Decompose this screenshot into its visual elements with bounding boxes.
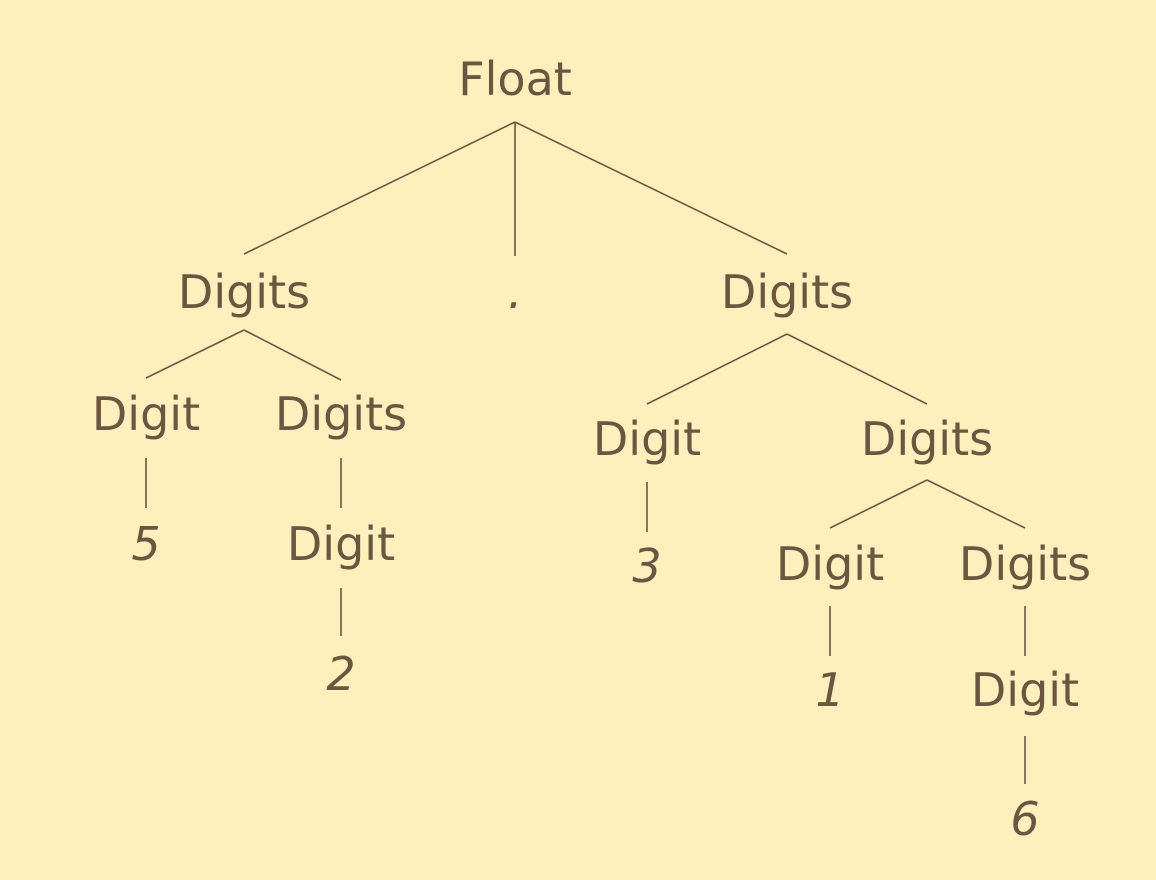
node-float: Float [458,52,572,106]
node-digits-right-3: Digits [959,537,1091,591]
node-digit-3: Digit [593,412,701,466]
node-leaf-1: 1 [815,663,844,717]
tree-nodes: FloatDigitsDigit5DigitsDigit2.DigitsDigi… [92,52,1091,846]
edge-float-to-digits-left [243,121,516,255]
edge-digits-left-to-digits-left-2 [243,329,342,381]
node-digit-1: Digit [776,537,884,591]
node-leaf-6: 6 [1010,792,1039,846]
edge-float-to-digits-right [514,121,788,255]
node-digits-right: Digits [721,265,853,319]
edge-digits-right-2-to-digits-right-3 [926,479,1026,529]
edge-digits-right-2-to-digit-1 [829,479,928,529]
node-digit-2: Digit [287,517,395,571]
node-leaf-2: 2 [326,647,355,701]
node-digits-left-2: Digits [275,387,407,441]
tree-edges [145,121,1026,784]
node-dot: . [508,265,523,319]
node-digit-5: Digit [92,387,200,441]
node-leaf-5: 5 [131,517,160,571]
node-digit-6: Digit [971,663,1079,717]
node-digits-left: Digits [178,265,310,319]
edge-digits-right-to-digits-right-2 [786,333,928,405]
edge-digits-right-to-digit-3 [646,333,788,405]
node-digits-right-2: Digits [861,412,993,466]
node-leaf-3: 3 [632,539,661,593]
edge-digits-left-to-digit-5 [145,329,245,379]
